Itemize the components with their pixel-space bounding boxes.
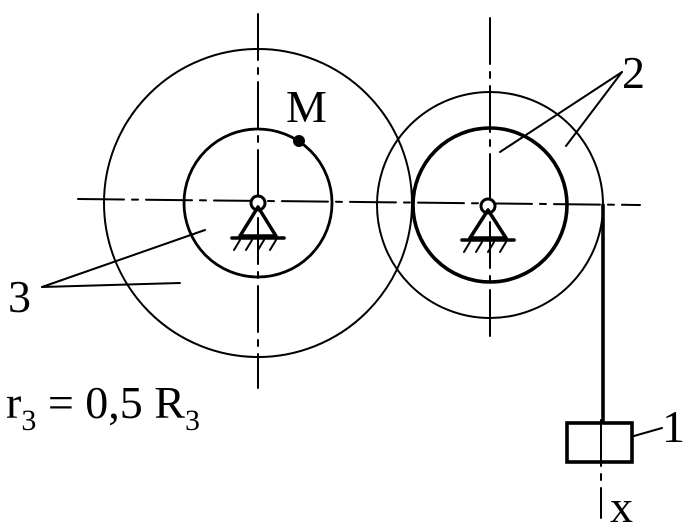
load-block (565, 421, 634, 464)
radius-formula: r3 = 0,5 R3 (6, 377, 200, 437)
gear3-inner-circle (182, 127, 334, 279)
gear-3-label: 3 (8, 271, 31, 322)
formula-R-subscript: 3 (185, 404, 200, 437)
leader-lines (41, 71, 663, 437)
gear-2-label: 2 (622, 47, 645, 98)
gear2-inner-circle (411, 126, 569, 284)
leader-2-outer (565, 71, 623, 147)
leader-2-inner (499, 71, 623, 153)
formula-R: R (154, 377, 185, 428)
coordinate-x-label: x (610, 481, 633, 528)
centerlines (77, 13, 641, 389)
formula-equals: = 0,5 (36, 377, 154, 428)
leader-3-outer (41, 282, 181, 288)
point-m-label: M (286, 81, 327, 132)
pivot-support-right (460, 197, 516, 253)
leader-3-inner (41, 229, 206, 288)
formula-r-subscript: 3 (21, 404, 36, 437)
leader-1 (633, 427, 663, 437)
horizontal-centerline (77, 198, 641, 206)
load-label: 1 (662, 401, 685, 452)
point-m-marker (293, 135, 305, 147)
pivot-support-left (230, 194, 286, 251)
formula-r: r (6, 377, 21, 428)
